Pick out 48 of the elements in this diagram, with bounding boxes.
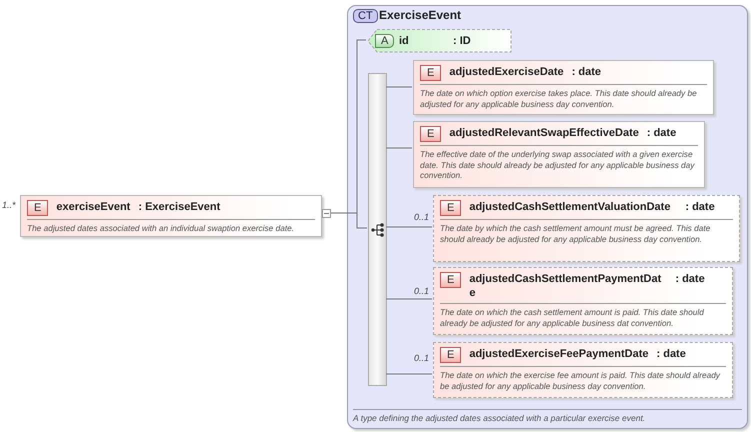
multiplicity: 0..1 — [414, 212, 430, 222]
description: The date on which the exercise fee amount is paid. This date should already be adjusted for any applicable business day convention. — [440, 370, 722, 391]
connector-line — [386, 86, 412, 88]
multiplicity: 0..1 — [414, 353, 430, 363]
type-name: : date — [656, 347, 686, 361]
element-tag: E — [440, 272, 462, 288]
type-name: : ID — [453, 34, 471, 48]
element-name: adjustedCashSettlementValuationDate — [469, 200, 672, 214]
type-name: : ExerciseEvent — [138, 200, 220, 214]
description: A type defining the adjusted dates associated with a particular exercise event. — [353, 409, 742, 423]
type-name: : date — [572, 65, 602, 79]
description: The date by which the cash settlement amount must be agreed. This date should already be adjusted for any applicable business day convention. — [440, 223, 712, 244]
complex-type-panel — [347, 5, 748, 429]
connector-line — [356, 212, 368, 228]
element-box — [433, 267, 733, 335]
description: The effective date of the underlying swap associated with a given exercise date. This date should already be adjusted for any applicable business day convention. — [420, 149, 696, 180]
description: The date on which option exercise takes place. This date should already be adjusted for any applicable business day convention. — [420, 88, 698, 109]
multiplicity: 1..* — [2, 200, 16, 210]
connector-line — [386, 298, 432, 300]
element-box — [413, 121, 705, 188]
type-name: : date — [675, 272, 705, 286]
element-box — [433, 195, 740, 262]
element-box — [413, 60, 714, 115]
type-title: ExerciseEvent — [379, 8, 462, 22]
type-name: : date — [646, 126, 676, 140]
element-box — [433, 342, 733, 398]
element-name: adjustedExerciseFeePaymentDate — [469, 347, 648, 361]
multiplicity: 0..1 — [414, 286, 430, 296]
sequence-bar — [368, 73, 387, 386]
element-tag: E — [440, 200, 462, 216]
element-tag: E — [27, 200, 48, 216]
attribute-tag: A — [375, 34, 394, 48]
element-tag: E — [440, 347, 462, 363]
element-tag: E — [420, 65, 442, 81]
connector-line — [356, 40, 366, 214]
connector-line — [330, 212, 358, 214]
element-name: adjustedExerciseDate — [449, 65, 564, 79]
type-name: : date — [685, 200, 715, 214]
connector-line — [386, 226, 432, 228]
attribute-name: id — [399, 34, 409, 48]
element-name: adjustedRelevantSwapEffectiveDate — [449, 126, 639, 140]
element-tag: E — [420, 126, 442, 142]
type-tag: CT — [353, 9, 378, 23]
attribute-box — [367, 29, 512, 53]
element-name: exerciseEvent — [56, 200, 130, 214]
element-name: adjustedCashSettlementPaymentDate — [469, 272, 662, 300]
description: The adjusted dates associated with an individual swaption exercise date. — [27, 223, 296, 234]
description: The date on which the cash settlement amount is paid. This date should already be adjusted for any applicable business dat convention. — [440, 307, 705, 328]
